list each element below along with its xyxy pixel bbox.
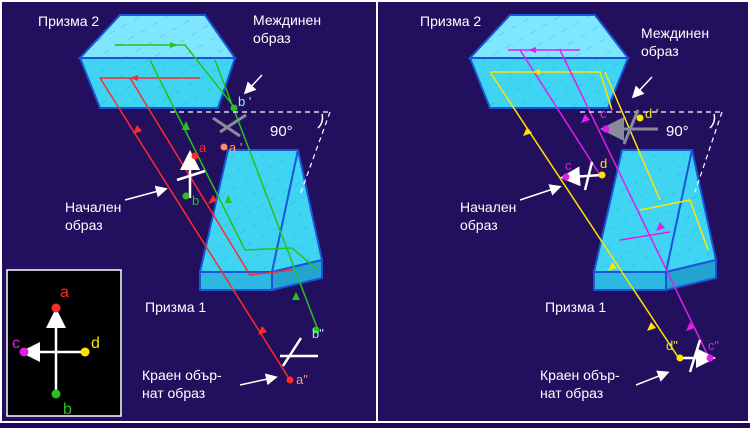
left-point-b2: b" (312, 326, 324, 341)
legend-label-d: d (91, 335, 100, 352)
legend-point-d-dot (80, 347, 90, 357)
left-tilted-dashed (299, 111, 331, 196)
left-intermediate-line1: Междинен (253, 12, 321, 28)
right-intermediate-image (600, 109, 658, 145)
right-rays (489, 49, 711, 361)
left-intermediate-line2: образ (253, 30, 291, 46)
legend-box: a b c d (6, 269, 122, 418)
right-point-c: c (565, 158, 572, 173)
left-intermediate-image (212, 104, 247, 151)
right-point-c2: c" (708, 338, 720, 353)
legend-point-c-dot (19, 347, 29, 357)
left-prism2-label: Призма 2 (38, 13, 99, 29)
legend-point-b-dot (51, 389, 61, 399)
legend-point-a-dot (51, 303, 61, 313)
left-prism1-label: Призма 1 (145, 299, 206, 315)
right-point-d2: d" (666, 338, 678, 353)
left-prism-1 (198, 149, 324, 292)
left-prism-2 (77, 14, 237, 109)
right-initial-line2: образ (460, 217, 498, 233)
right-final-image (676, 339, 716, 373)
left-final-line2: нат образ (142, 385, 205, 401)
right-angle-label: 90° (666, 123, 689, 140)
left-initial-image (176, 150, 206, 200)
right-point-d1: d ' (645, 106, 658, 121)
right-final-line2: нат образ (540, 385, 603, 401)
right-prism1-label: Призма 1 (545, 299, 606, 315)
right-point-c1: c ' (600, 106, 613, 121)
left-final-pointer (239, 373, 278, 386)
right-prism-2 (467, 14, 631, 109)
legend-label-a: a (60, 284, 69, 301)
left-initial-pointer (124, 185, 168, 201)
right-intermediate-pointer (631, 76, 653, 99)
right-initial-line1: Начален (460, 199, 516, 215)
left-angle-label: 90° (270, 123, 293, 140)
left-panel: 90° b ' a ' a b b" a" (38, 12, 331, 401)
left-final-image (280, 326, 320, 384)
right-intermediate-line1: Междинен (641, 25, 709, 41)
left-point-b1: b ' (238, 94, 251, 109)
right-panel: 90° c ' d ' c d d" c" (420, 13, 723, 401)
right-initial-pointer (519, 184, 562, 201)
right-prism2-label: Призма 2 (420, 13, 481, 29)
right-initial-image (560, 161, 606, 191)
left-initial-line1: Начален (65, 199, 121, 215)
right-point-d: d (600, 156, 607, 171)
left-ray-arrows (130, 42, 300, 335)
right-prism-1 (592, 149, 718, 292)
left-point-a2: a" (296, 372, 308, 387)
left-angle-arc (317, 113, 324, 129)
right-ray-arrows (523, 47, 695, 331)
legend-label-b: b (63, 401, 72, 418)
left-initial-line2: образ (65, 217, 103, 233)
right-final-pointer (635, 370, 670, 386)
left-point-b: b (192, 193, 199, 208)
left-point-a: a (199, 140, 207, 155)
right-intermediate-line2: образ (641, 43, 679, 59)
left-point-a1: a ' (229, 140, 242, 155)
left-intermediate-pointer (243, 74, 263, 95)
right-angle-arc (709, 113, 716, 129)
left-final-line1: Краен обър- (142, 367, 222, 383)
right-final-line1: Краен обър- (540, 367, 620, 383)
legend-label-c: c (12, 335, 20, 352)
